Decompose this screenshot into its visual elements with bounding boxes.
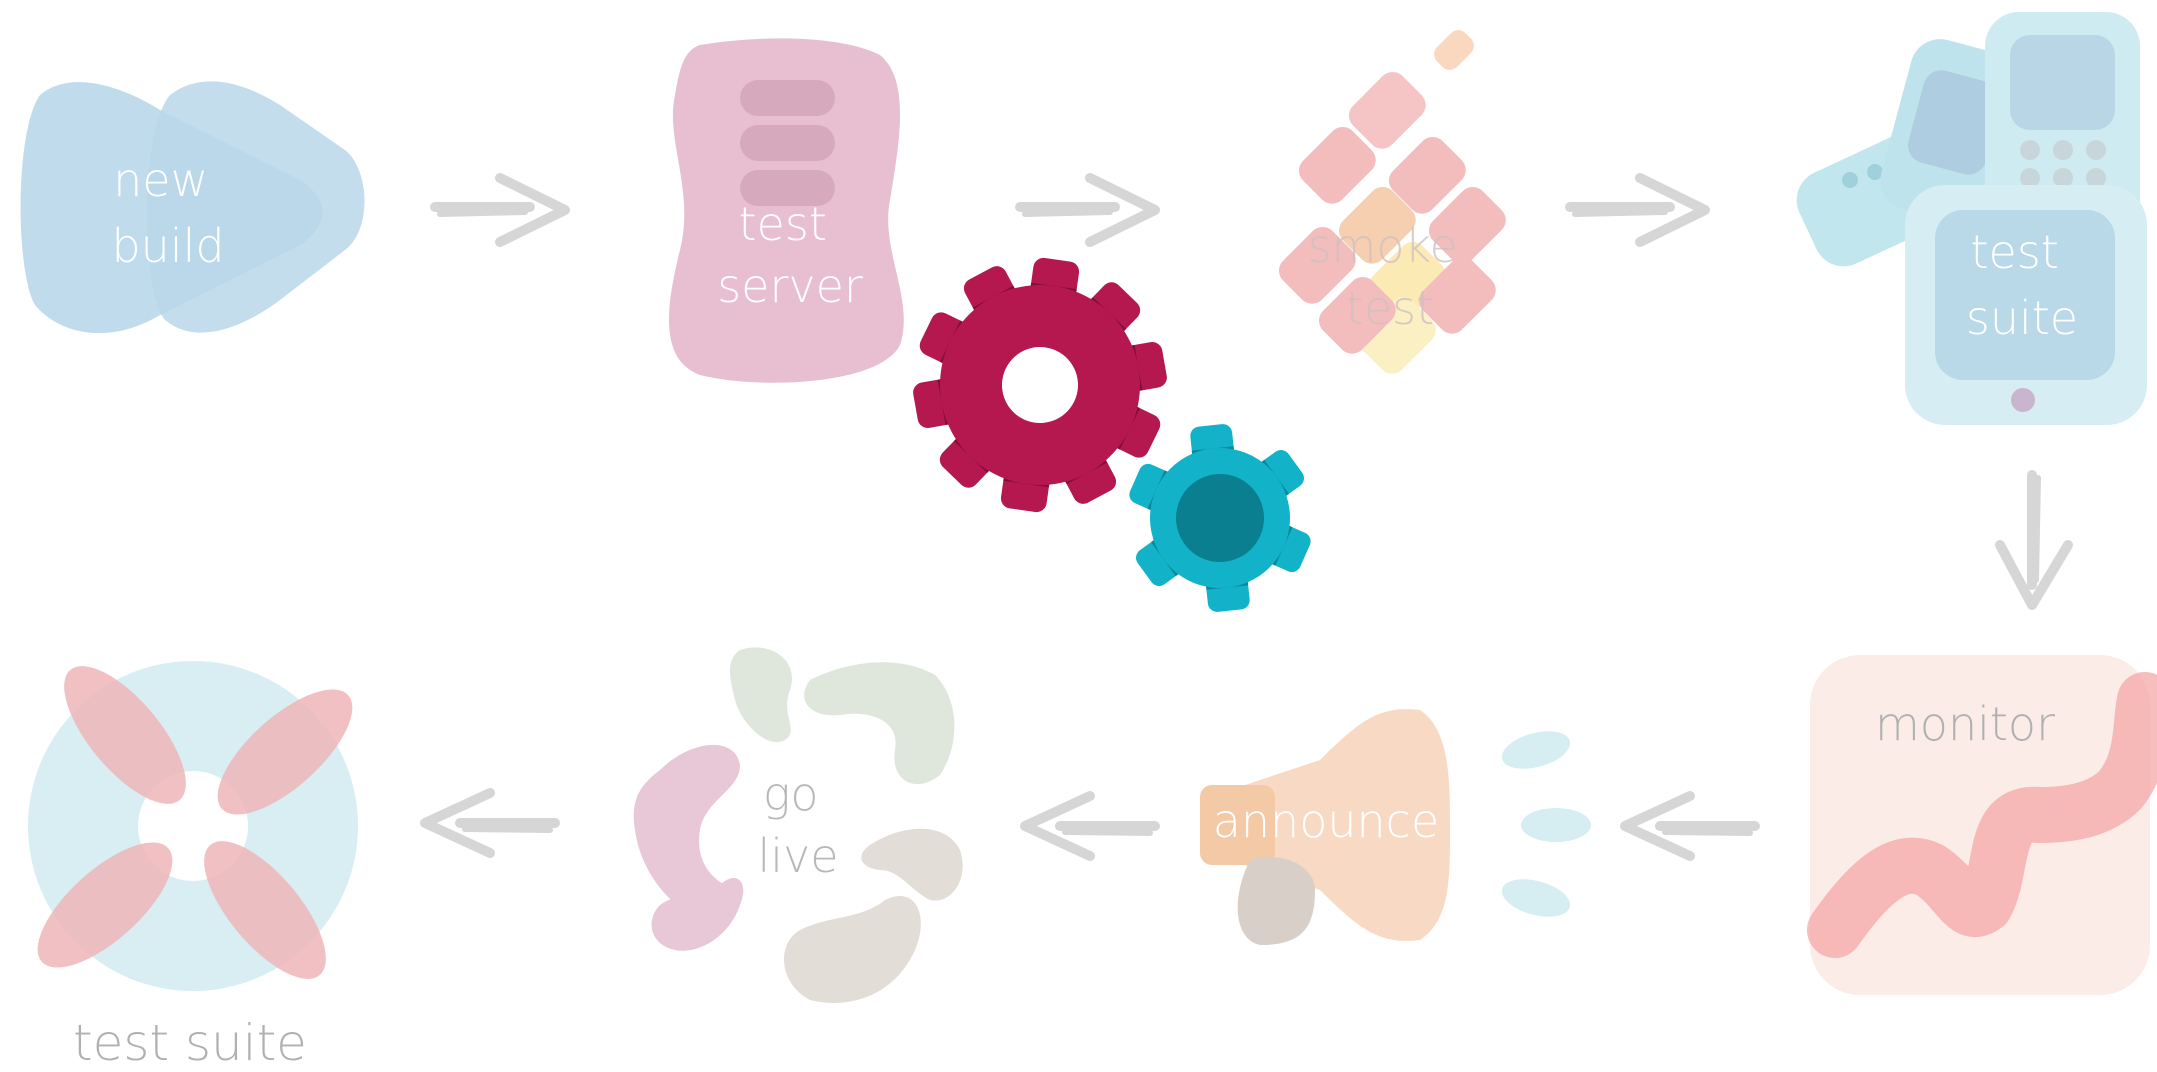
step-label-monitor: monitor	[1875, 697, 2055, 751]
step-line: test	[1346, 281, 1434, 335]
arrow-left-icon	[1620, 791, 1760, 861]
step-line: new	[113, 153, 208, 207]
arrow-down-icon	[1995, 470, 2073, 610]
step-line: server	[717, 259, 863, 313]
arrow-right-icon	[1565, 173, 1710, 247]
step-line: announce	[1213, 794, 1440, 848]
arrow-right-icon	[430, 173, 570, 247]
arrow-right-icon	[1015, 173, 1160, 247]
arrow-left-icon	[1020, 791, 1160, 861]
megaphone-icon	[1200, 709, 1450, 945]
step-line: suite	[1966, 291, 2078, 345]
step-line: live	[757, 829, 838, 883]
gear-hub	[1176, 474, 1264, 562]
bubbles-icon	[1501, 731, 1591, 917]
step-label-test-suite-devices: test suite	[1966, 225, 2078, 345]
step-line: test	[739, 197, 827, 251]
step-line: test	[1971, 225, 2059, 279]
step-label-test-server: test server	[717, 197, 863, 313]
lifebuoy-icon	[28, 661, 358, 991]
step-label-go-live: go live	[757, 767, 838, 883]
gear-icon	[1129, 424, 1311, 612]
step-line: test suite	[73, 1014, 307, 1072]
step-line: smoke	[1308, 219, 1458, 273]
server-icon	[668, 38, 904, 383]
chart-icon	[1807, 655, 2157, 995]
play-icon	[20, 81, 365, 334]
step-line: go	[763, 767, 819, 821]
gear-hub	[1002, 347, 1078, 423]
gear-icon	[913, 257, 1167, 513]
step-label-smoke-test: smoke test	[1308, 219, 1473, 335]
step-label-announce: announce	[1213, 794, 1440, 848]
fire-icon	[1278, 30, 1506, 374]
step-line: monitor	[1875, 697, 2055, 751]
devices-icon	[1796, 12, 2147, 425]
arrow-left-icon	[420, 788, 560, 858]
go-live-icon	[633, 647, 963, 1003]
step-label-test-suite-final: test suite	[73, 1014, 307, 1072]
step-label-new-build: new build	[111, 153, 224, 273]
step-line: build	[111, 219, 224, 273]
